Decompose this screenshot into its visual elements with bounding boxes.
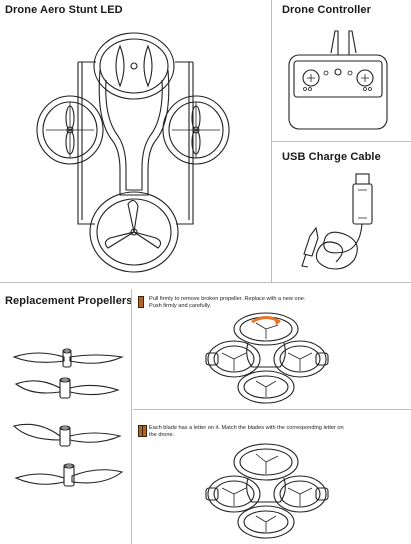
propeller-4 [14,463,124,487]
controller-section-title: Drone Controller [282,4,371,16]
step-two-icon [138,425,147,437]
bottom-vertical-divider [131,289,132,544]
drone-illustration [36,32,230,273]
step-one-line-1: Pull firmly to remove broken propeller. … [149,296,306,302]
step-one-text: Pull firmly to remove broken propeller. … [149,296,404,310]
propeller-1 [12,348,124,368]
step-two-line-1: Each blade has a letter on it. Match the… [149,425,344,431]
usb-cable-illustration [301,173,373,270]
section-divider [0,282,411,283]
step-two-text: Each blade has a letter on it. Match the… [149,425,407,439]
propeller-2 [14,377,120,399]
step-one-drone-illustration [205,312,329,404]
step-two-line-2: the drone. [149,432,175,439]
step-one-icon [138,296,144,308]
propellers-section-title: Replacement Propellers [5,295,133,307]
step-one-line-2: Push firmly and carefully. [149,303,212,310]
controller-illustration [288,30,388,130]
cable-section-title: USB Charge Cable [282,151,381,163]
controller-cable-divider [272,141,411,142]
drone-section-title: Drone Aero Stunt LED [5,4,123,16]
steps-divider [133,409,411,410]
top-vertical-divider [271,0,272,282]
propeller-3 [12,423,122,447]
step-two-drone-illustration [205,443,329,539]
